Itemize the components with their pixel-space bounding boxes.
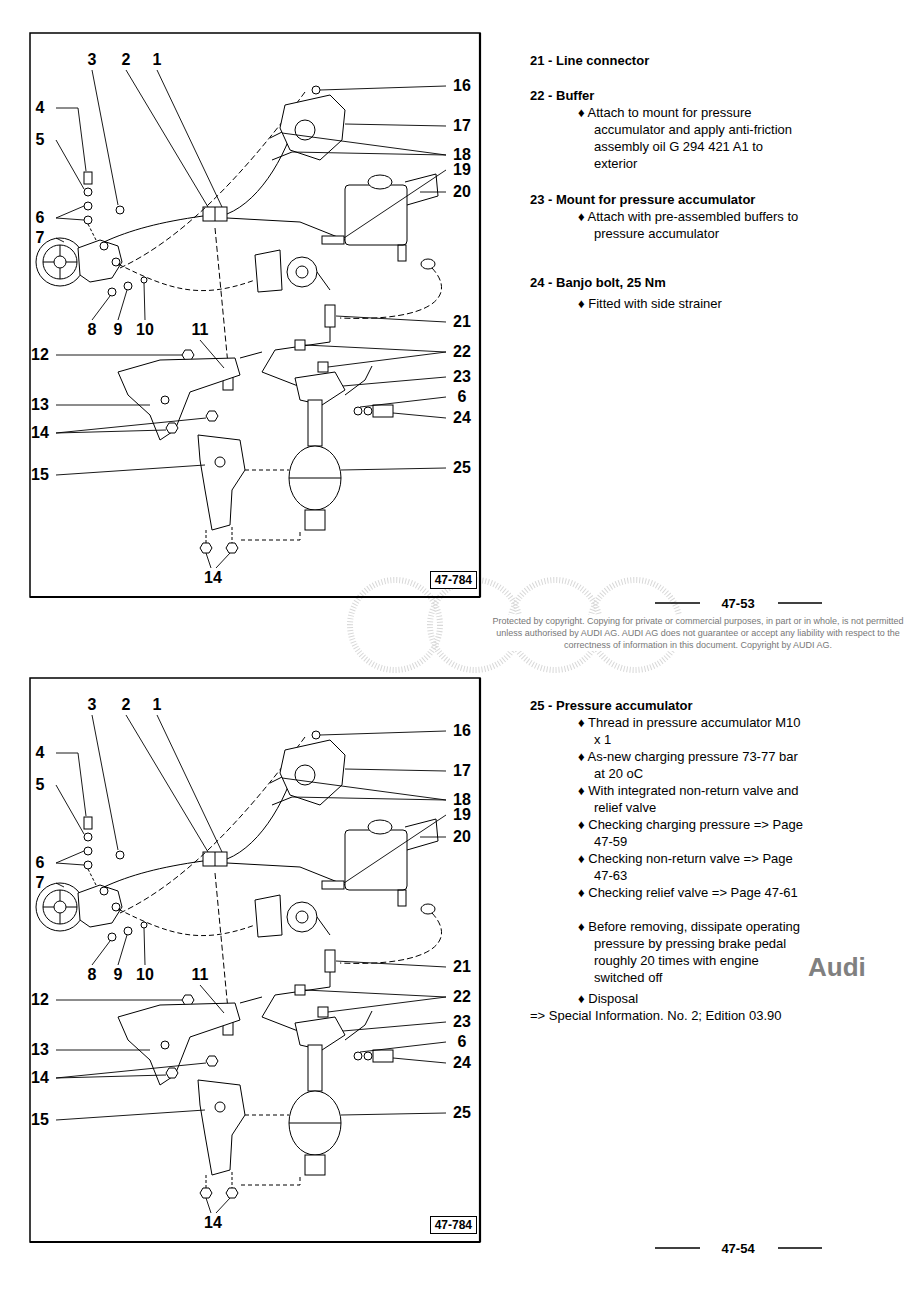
- callout-number: 7: [36, 230, 45, 246]
- callout-number: 5: [36, 132, 45, 148]
- callout-number: 10: [136, 322, 154, 338]
- callout-number: 2: [122, 52, 131, 68]
- callout-number: 20: [453, 184, 471, 200]
- callout-number: 15: [31, 467, 49, 483]
- figure-number: 47-784: [435, 1218, 472, 1232]
- page-number: 47-54: [719, 1241, 756, 1256]
- bullet-note: ♦ With integrated non-return valve and r…: [578, 782, 810, 816]
- callout-number: 6: [36, 855, 45, 871]
- callout-number: 1: [153, 697, 162, 713]
- callout-number: 25: [453, 460, 471, 476]
- callout-number: 22: [453, 989, 471, 1005]
- callout-number: 13: [31, 397, 49, 413]
- bullet-note: ♦ Checking charging pressure => Page 47-…: [578, 816, 810, 850]
- callout-number: 4: [36, 100, 45, 116]
- callout-number: 1: [153, 52, 162, 68]
- callout-number: 15: [31, 1112, 49, 1128]
- callout-number: 8: [88, 967, 97, 983]
- exploded-view: [30, 33, 480, 597]
- callout-number: 24: [453, 410, 471, 426]
- callout-number: 3: [88, 697, 97, 713]
- callout-number: 6: [458, 389, 467, 405]
- callout-number: 14: [31, 425, 49, 441]
- item-heading: 23 - Mount for pressure accumulator: [530, 191, 755, 208]
- callout-number: 21: [453, 314, 471, 330]
- callout-number: 14: [204, 1215, 222, 1231]
- page-number: 47-53: [719, 596, 756, 611]
- bullet-note: ♦ Checking non-return valve => Page 47-6…: [578, 850, 810, 884]
- callout-number: 9: [114, 322, 123, 338]
- callout-number: 6: [458, 1034, 467, 1050]
- callout-number: 19: [453, 162, 471, 178]
- callout-number: 25: [453, 1105, 471, 1121]
- callout-number: 13: [31, 1042, 49, 1058]
- bullet-note: ♦ Thread in pressure accumulator M10 x 1: [578, 714, 810, 748]
- bullet-note: ♦ Fitted with side strainer: [578, 295, 810, 312]
- callout-number: 8: [88, 322, 97, 338]
- callout-number: 5: [36, 777, 45, 793]
- callout-number: 4: [36, 745, 45, 761]
- callout-number: 18: [453, 792, 471, 808]
- item-heading: 22 - Buffer: [530, 87, 594, 104]
- callout-number: 14: [204, 570, 222, 586]
- callout-number: 20: [453, 829, 471, 845]
- callout-number: 11: [192, 967, 209, 983]
- bullet-note: ♦ Disposal: [578, 990, 810, 1007]
- item-heading: 21 - Line connector: [530, 52, 649, 69]
- callout-number: 16: [453, 78, 471, 94]
- bullet-note: ♦ Before removing, dissipate operating p…: [578, 918, 810, 986]
- item-heading: 24 - Banjo bolt, 25 Nm: [530, 274, 666, 291]
- bullet-note: ♦ As-new charging pressure 73-77 bar at …: [578, 748, 810, 782]
- callout-number: 23: [453, 1014, 471, 1030]
- bullet-note: ♦ Attach to mount for pressure accumulat…: [578, 104, 810, 172]
- callout-number: 10: [136, 967, 154, 983]
- callout-number: 9: [114, 967, 123, 983]
- callout-number: 12: [31, 992, 49, 1008]
- callout-number: 23: [453, 369, 471, 385]
- callout-number: 2: [122, 697, 131, 713]
- callout-number: 18: [453, 147, 471, 163]
- figure-number-box: 47-784: [430, 1216, 477, 1234]
- callout-number: 22: [453, 344, 471, 360]
- copyright-watermark: Protected by copyright. Copying for priv…: [490, 615, 906, 651]
- callout-number: 14: [31, 1070, 49, 1086]
- brand-watermark: Audi: [808, 952, 866, 983]
- exploded-view: [30, 678, 480, 1242]
- callout-number: 21: [453, 959, 471, 975]
- callout-number: 17: [453, 763, 471, 779]
- callout-number: 6: [36, 210, 45, 226]
- callout-number: 17: [453, 118, 471, 134]
- callout-number: 16: [453, 723, 471, 739]
- callout-number: 24: [453, 1055, 471, 1071]
- callout-number: 12: [31, 347, 49, 363]
- cross-reference: => Special Information. No. 2; Edition 0…: [530, 1007, 785, 1024]
- callout-number: 3: [88, 52, 97, 68]
- bullet-note: ♦ Checking relief valve => Page 47-61: [578, 884, 810, 901]
- callout-number: 7: [36, 875, 45, 891]
- figure-number-box: 47-784: [430, 571, 477, 589]
- item-heading: 25 - Pressure accumulator: [530, 697, 693, 714]
- callout-number: 11: [192, 322, 209, 338]
- figure-number: 47-784: [435, 573, 472, 587]
- callout-number: 19: [453, 807, 471, 823]
- bullet-note: ♦ Attach with pre-assembled buffers to p…: [578, 208, 810, 242]
